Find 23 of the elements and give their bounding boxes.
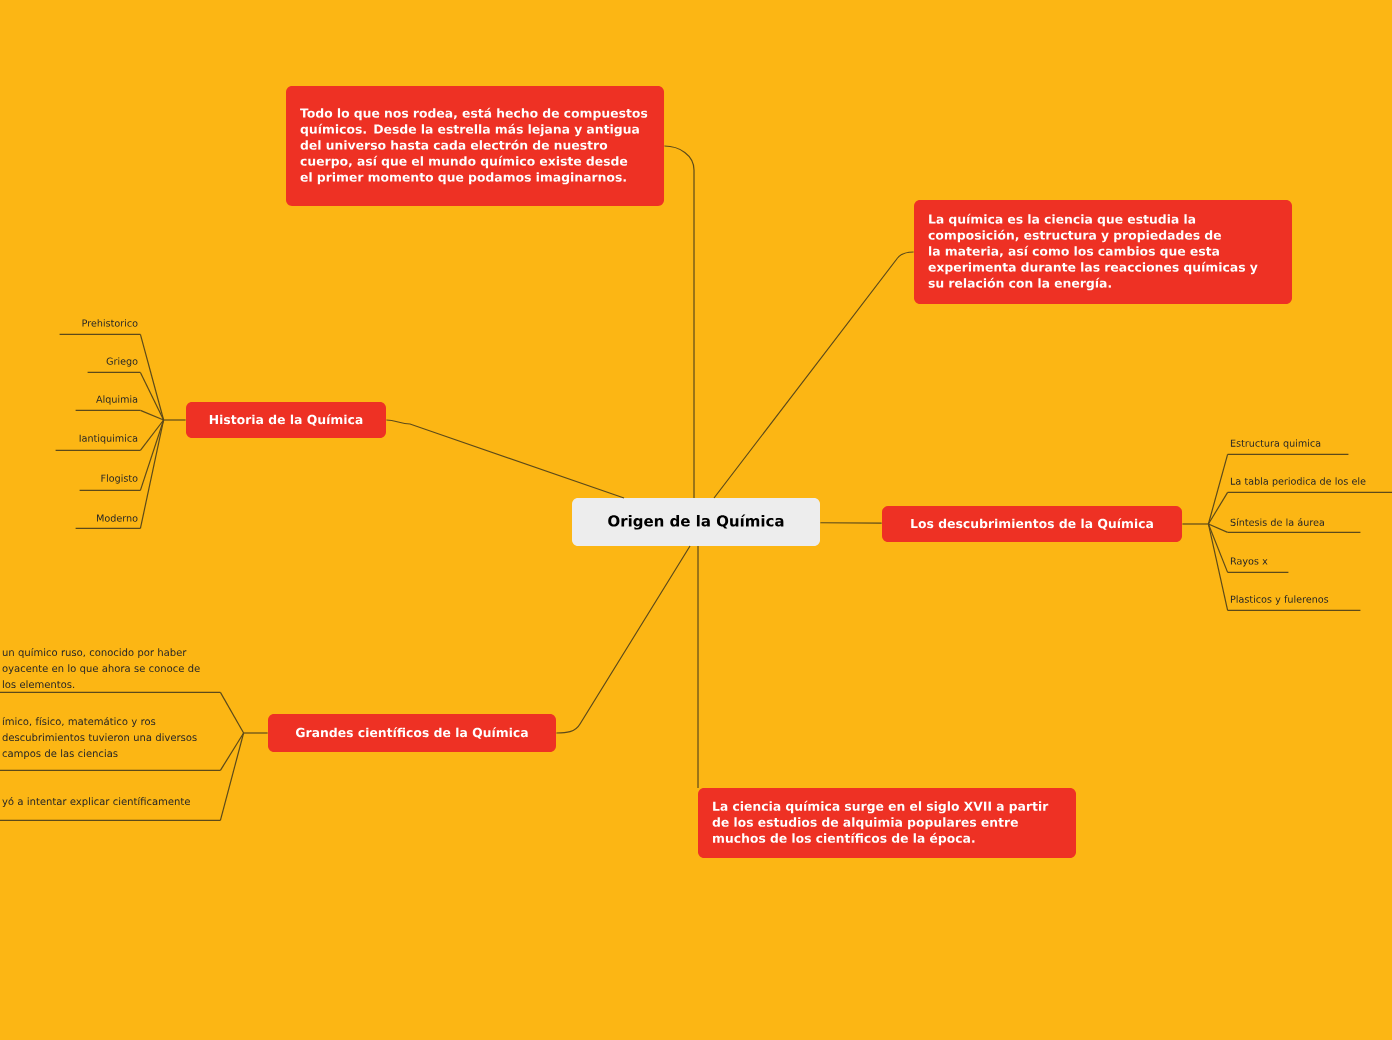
connector-line xyxy=(555,545,691,734)
connector-line xyxy=(139,409,165,421)
connector-line xyxy=(163,419,187,421)
connector-line xyxy=(1181,523,1209,525)
connector-line xyxy=(219,732,245,771)
connector-line xyxy=(139,419,165,491)
connector-line xyxy=(1207,491,1229,525)
connector-line xyxy=(697,545,699,789)
connector-line xyxy=(1207,523,1229,573)
connector-line xyxy=(385,419,625,499)
connector-line xyxy=(713,251,915,499)
connector-line xyxy=(139,333,165,421)
connector-line xyxy=(139,419,165,451)
connector-line xyxy=(139,371,165,421)
connector-line xyxy=(243,732,269,734)
connector-line xyxy=(1207,523,1229,533)
connector-line xyxy=(1207,453,1229,525)
connector-line xyxy=(139,419,165,529)
connector-line xyxy=(663,145,695,499)
connector-line xyxy=(219,691,245,734)
connector-line xyxy=(1207,523,1229,611)
connector-line xyxy=(219,732,245,821)
connector-line xyxy=(819,522,883,524)
